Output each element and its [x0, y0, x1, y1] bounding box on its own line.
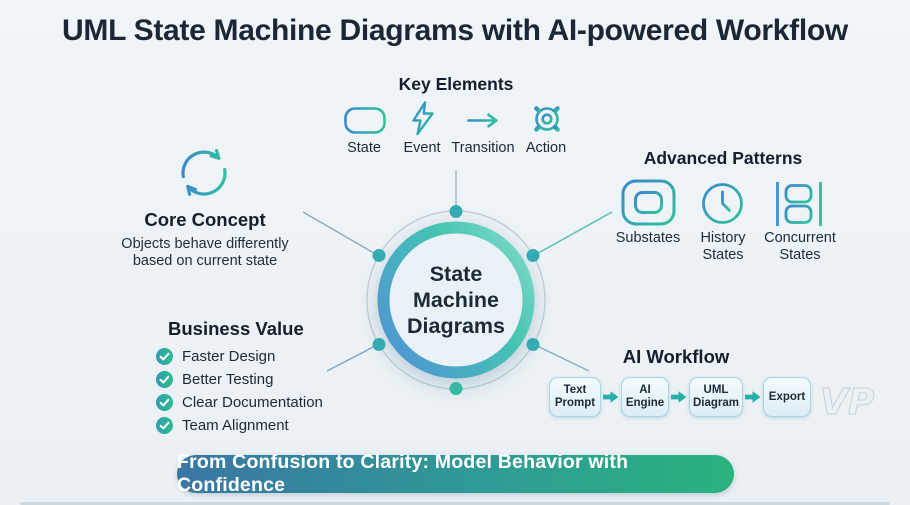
- hub-title-line1: State: [429, 262, 483, 286]
- rounded-rect-state-icon: [344, 107, 386, 134]
- advanced-patterns-heading: Advanced Patterns: [643, 148, 803, 168]
- gear-icon: [529, 101, 565, 137]
- key-element-label-event: Event: [403, 140, 441, 156]
- advanced-pattern-label-concurrent-states: Concurrent States: [764, 230, 836, 263]
- substates-icon: [621, 179, 676, 226]
- business-value-item-label: Better Testing: [182, 371, 274, 388]
- bottom-banner: From Confusion to Clarity: Model Behavio…: [177, 451, 734, 496]
- banner-text: From Confusion to Clarity: Model Behavio…: [177, 451, 629, 496]
- advanced-pattern-label-substates: Substates: [615, 230, 681, 246]
- list-item: Better Testing: [156, 368, 323, 391]
- vp-watermark-logo: VP: [819, 381, 874, 423]
- check-circle-icon: [156, 394, 173, 411]
- lightning-bolt-icon: [412, 101, 434, 136]
- hub-title-line2: Machine: [412, 288, 500, 312]
- transition-arrow-icon: [467, 113, 498, 128]
- ai-workflow-flow: Text Prompt AI Engine UML Diagram Export: [549, 377, 811, 417]
- list-item: Clear Documentation: [156, 391, 323, 414]
- concurrent-states-icon: [776, 182, 822, 226]
- flow-arrow-icon: [671, 391, 687, 403]
- hub-title-line3: Diagrams: [407, 314, 505, 338]
- cycle-arrows-icon: [181, 148, 227, 196]
- business-value-item-label: Team Alignment: [182, 417, 289, 434]
- business-value-heading: Business Value: [168, 318, 304, 339]
- business-value-item-label: Clear Documentation: [182, 394, 323, 411]
- page-title: UML State Machine Diagrams with AI-power…: [62, 14, 848, 47]
- ai-workflow-heading: AI Workflow: [622, 346, 730, 367]
- check-circle-icon: [156, 417, 173, 434]
- key-element-label-transition: Transition: [451, 140, 515, 156]
- business-value-item-label: Faster Design: [182, 348, 276, 365]
- business-value-list: Faster Design Better Testing Clear Docum…: [156, 345, 323, 437]
- check-circle-icon: [156, 348, 173, 365]
- list-item: Team Alignment: [156, 414, 323, 437]
- workflow-step-export: Export: [763, 377, 811, 417]
- advanced-pattern-label-history-states: History States: [700, 230, 746, 263]
- core-concept-heading: Core Concept: [144, 209, 266, 230]
- list-item: Faster Design: [156, 345, 323, 368]
- bottom-edge-divider: [20, 502, 890, 505]
- workflow-step-uml-diagram: UML Diagram: [689, 377, 743, 417]
- key-element-label-action: Action: [525, 140, 567, 156]
- check-circle-icon: [156, 371, 173, 388]
- key-elements-heading: Key Elements: [398, 74, 514, 94]
- flow-arrow-icon: [745, 391, 761, 403]
- workflow-step-text-prompt: Text Prompt: [549, 377, 601, 417]
- watermark-text: VP: [820, 382, 874, 423]
- key-element-label-state: State: [347, 140, 381, 156]
- history-clock-icon: [702, 183, 743, 224]
- core-concept-description: Objects behave differently based on curr…: [121, 236, 289, 269]
- flow-arrow-icon: [603, 391, 619, 403]
- hub-title: State Machine Diagrams: [356, 261, 556, 339]
- workflow-step-ai-engine: AI Engine: [621, 377, 669, 417]
